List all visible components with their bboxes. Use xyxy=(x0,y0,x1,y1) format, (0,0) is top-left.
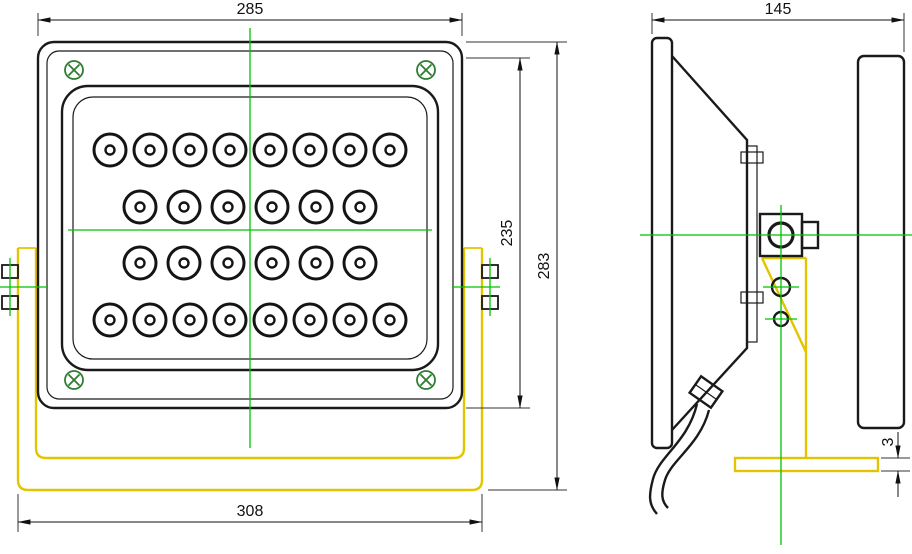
led-dot xyxy=(310,201,322,213)
dimension-bracket-width: 308 xyxy=(17,494,483,532)
front-view: 285 235 283 308 xyxy=(0,1,567,532)
led xyxy=(212,132,248,168)
led-dot xyxy=(134,201,146,213)
led-dot xyxy=(354,257,366,269)
power-cable xyxy=(648,403,699,515)
led xyxy=(122,189,158,225)
led xyxy=(332,132,368,168)
led-dot xyxy=(104,144,116,156)
led-dot xyxy=(224,144,236,156)
led xyxy=(342,189,378,225)
body-cone xyxy=(671,55,749,431)
led-dot xyxy=(264,314,276,326)
led xyxy=(298,189,334,225)
centerlines-side xyxy=(640,205,912,545)
led xyxy=(252,302,288,338)
led-dot xyxy=(344,314,356,326)
led-dot xyxy=(344,144,356,156)
led-dot xyxy=(304,144,316,156)
dim-overall-height-label: 283 xyxy=(536,253,553,280)
back-plate xyxy=(856,54,906,430)
corner-screw xyxy=(416,60,436,80)
dimension-base-thickness: 3 xyxy=(880,432,910,497)
led-dot xyxy=(354,201,366,213)
dim-bracket-width-label: 308 xyxy=(237,503,264,520)
dimension-front-width: 285 xyxy=(37,1,463,36)
led-dot xyxy=(184,314,196,326)
centerlines-front xyxy=(0,28,500,448)
led-dot xyxy=(384,144,396,156)
led-dot xyxy=(222,201,234,213)
led-grid xyxy=(92,132,408,338)
mounting-bracket-side xyxy=(733,256,880,473)
led xyxy=(172,132,208,168)
corner-screws xyxy=(64,60,436,390)
led xyxy=(122,245,158,281)
dimension-side-depth: 145 xyxy=(651,1,905,52)
led xyxy=(254,189,290,225)
led-dot xyxy=(178,201,190,213)
led-dot xyxy=(104,314,116,326)
led xyxy=(210,245,246,281)
led xyxy=(332,302,368,338)
front-bezel xyxy=(650,36,674,450)
lamp-body-side xyxy=(648,36,906,515)
led-dot xyxy=(266,257,278,269)
led xyxy=(172,302,208,338)
dimension-lens-height: 235 xyxy=(466,57,530,409)
dim-front-width-label: 285 xyxy=(237,1,264,18)
rear-flange xyxy=(746,145,758,343)
dim-base-thickness-label: 3 xyxy=(880,437,897,446)
led-dot xyxy=(310,257,322,269)
dim-lens-height-label: 235 xyxy=(499,220,516,247)
led xyxy=(292,302,328,338)
led-dot xyxy=(184,144,196,156)
led xyxy=(210,189,246,225)
led-dot xyxy=(222,257,234,269)
led xyxy=(372,302,408,338)
led xyxy=(166,245,202,281)
led-dot xyxy=(144,144,156,156)
led-dot xyxy=(178,257,190,269)
led-dot xyxy=(384,314,396,326)
led-dot xyxy=(266,201,278,213)
led-dot xyxy=(224,314,236,326)
corner-screw xyxy=(64,370,84,390)
led xyxy=(212,302,248,338)
led xyxy=(92,132,128,168)
flange-bolt xyxy=(740,291,764,304)
dimension-overall-height: 283 xyxy=(466,41,567,491)
led xyxy=(92,302,128,338)
cable-gland xyxy=(687,374,725,410)
led-dot xyxy=(144,314,156,326)
power-cable xyxy=(661,409,711,509)
bracket-base-plate xyxy=(733,456,880,473)
side-view: 145 3 xyxy=(640,1,912,545)
led xyxy=(166,189,202,225)
corner-screw xyxy=(64,60,84,80)
led-dot xyxy=(134,257,146,269)
dim-side-depth-label: 145 xyxy=(765,1,792,18)
led xyxy=(292,132,328,168)
led-dot xyxy=(264,144,276,156)
corner-screw xyxy=(416,370,436,390)
led xyxy=(132,302,168,338)
led xyxy=(254,245,290,281)
led-dot xyxy=(304,314,316,326)
flange-bolt xyxy=(740,151,764,164)
led xyxy=(342,245,378,281)
led xyxy=(252,132,288,168)
led xyxy=(372,132,408,168)
led xyxy=(132,132,168,168)
led xyxy=(298,245,334,281)
